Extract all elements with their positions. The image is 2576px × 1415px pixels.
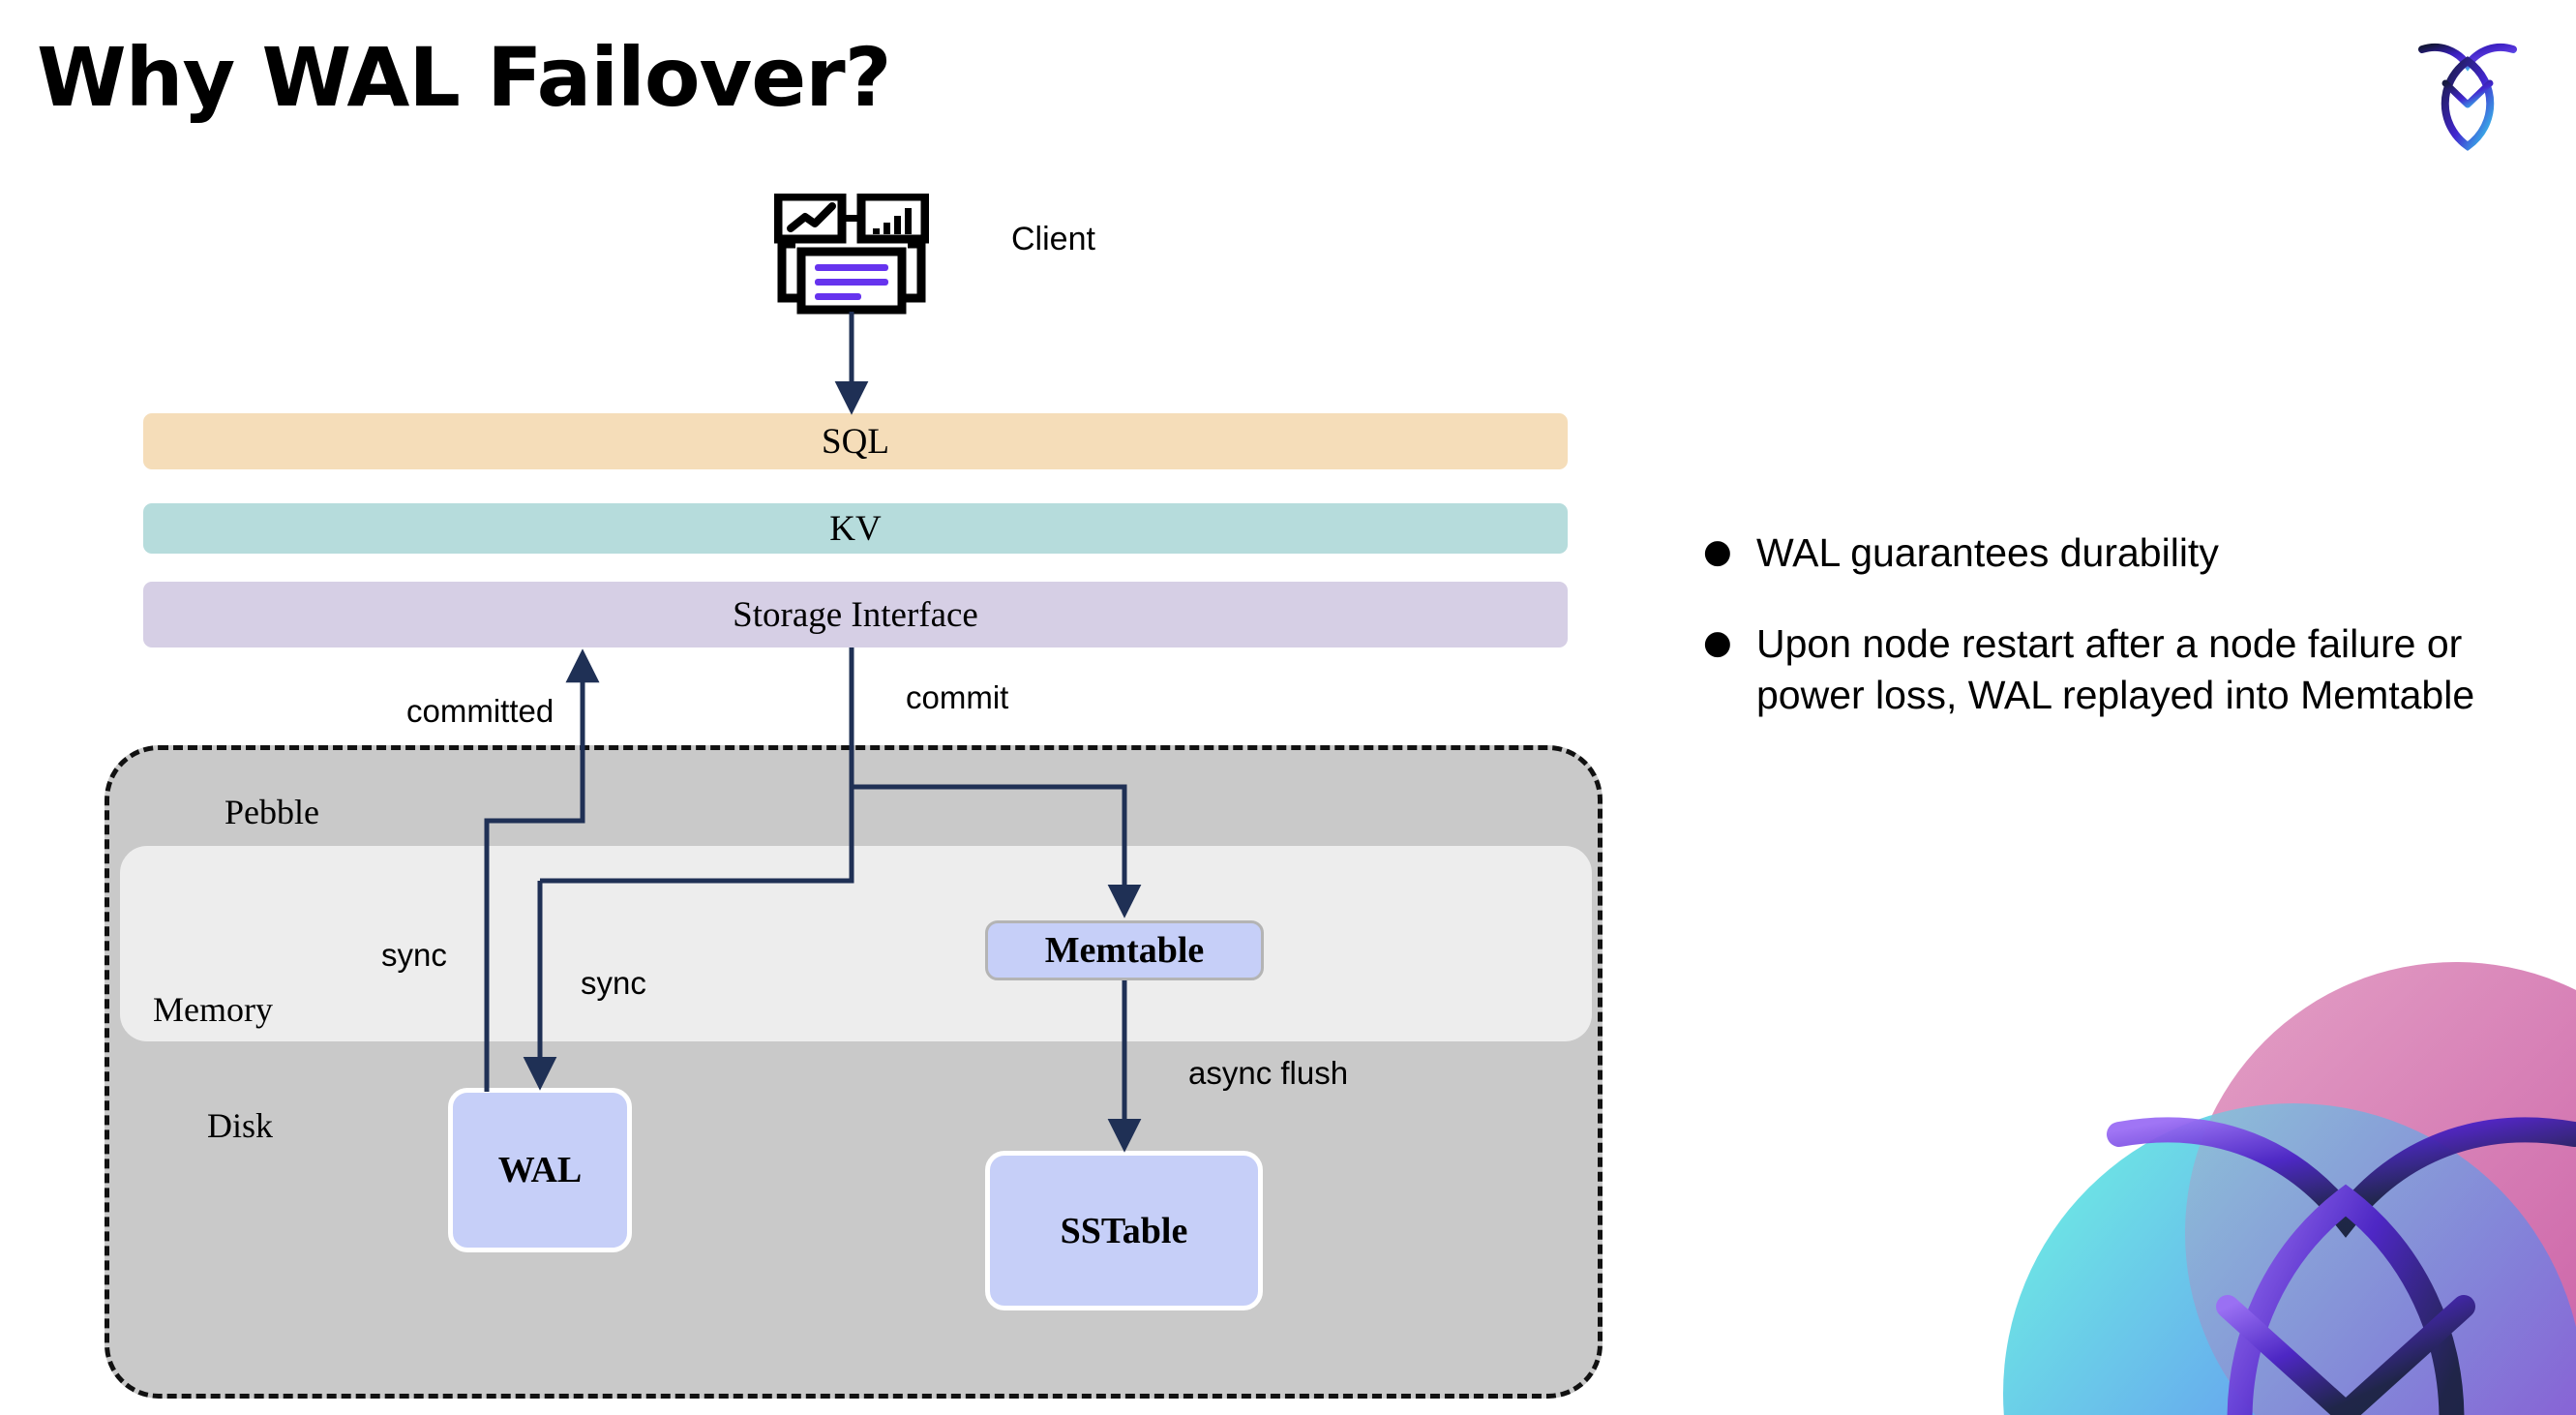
disk-label: Disk (207, 1106, 274, 1145)
edge-label-async-flush: async flush (1188, 1055, 1349, 1091)
node-wal: WAL (448, 1088, 632, 1252)
cockroachdb-logo-icon (2414, 37, 2521, 151)
page-title: Why WAL Failover? (37, 30, 891, 125)
edge-label-committed: committed (406, 693, 554, 729)
layer-bar-sql: SQL (143, 413, 1568, 469)
decorative-circles-graphic (1974, 910, 2576, 1415)
memory-label: Memory (153, 990, 273, 1029)
pebble-label: Pebble (225, 793, 319, 831)
list-item: ● Upon node restart after a node failure… (1703, 618, 2506, 720)
list-item: ● WAL guarantees durability (1703, 527, 2506, 578)
edge-label-commit: commit (906, 679, 1009, 715)
edge-label-sync-left: sync (381, 937, 447, 973)
bullet-text: Upon node restart after a node failure o… (1756, 621, 2475, 717)
edge-label-sync-right: sync (581, 965, 646, 1001)
bullet-text: WAL guarantees durability (1756, 530, 2219, 575)
layer-bar-storage-interface: Storage Interface (143, 582, 1568, 647)
bullet-marker: ● (1703, 532, 1732, 571)
client-label: Client (1011, 221, 1095, 257)
memory-region (120, 846, 1592, 1041)
node-memtable: Memtable (985, 920, 1264, 980)
bullet-marker: ● (1703, 623, 1732, 663)
client-dashboard-icon (773, 192, 930, 315)
node-sstable: SSTable (985, 1151, 1263, 1310)
layer-bar-kv: KV (143, 503, 1568, 554)
pebble-container (105, 745, 1603, 1399)
architecture-diagram: Pebble Memory Disk (105, 192, 1603, 1399)
bullet-list: ● WAL guarantees durability ● Upon node … (1703, 527, 2506, 761)
